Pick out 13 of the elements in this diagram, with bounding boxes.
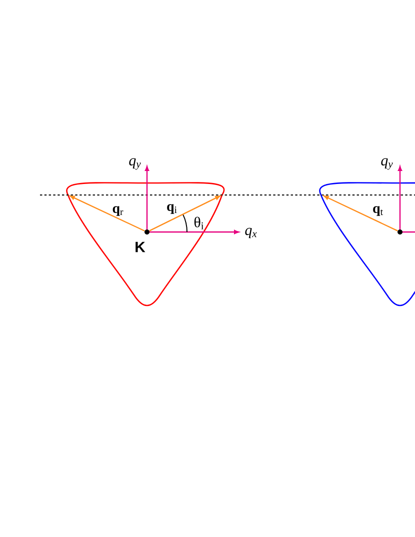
point-label: K	[136, 242, 146, 252]
vector-label: q$_{r}$	[112, 206, 124, 216]
vector-label: q$_{i}$	[167, 204, 177, 214]
point	[398, 230, 402, 234]
vector-arrow	[70, 196, 145, 232]
angle-label: θ$_{i}$	[194, 216, 204, 230]
axis-label: q$_{y}$	[381, 158, 393, 170]
vector-label: q$_{t}$	[373, 206, 383, 216]
vector-arrow	[149, 196, 220, 232]
axis-label: q$_{x}$	[245, 228, 257, 238]
point	[144, 230, 150, 234]
axis-label: q$_{y}$	[129, 158, 141, 170]
vector-arrow	[324, 196, 398, 232]
